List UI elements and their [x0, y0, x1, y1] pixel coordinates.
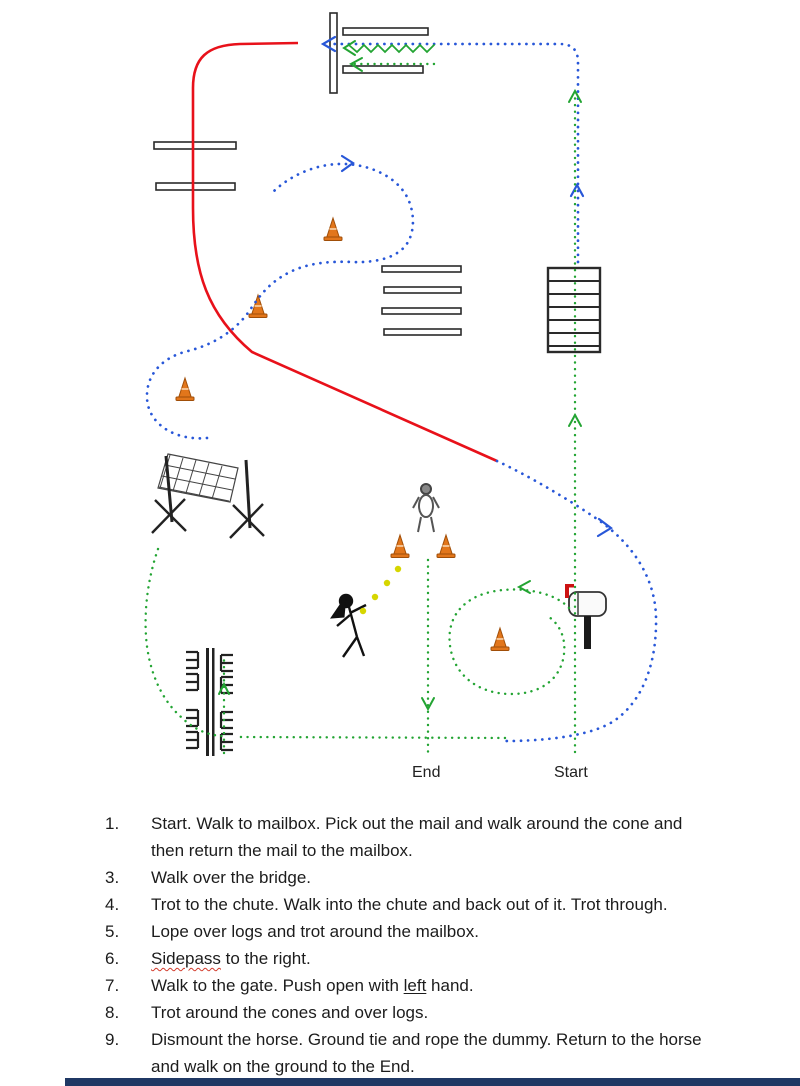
walk-arrows [218, 40, 582, 712]
instruction-segment: Dismount the horse. Ground tie and rope … [151, 1030, 702, 1049]
trot-bottom-curve [495, 459, 658, 743]
instruction-segment: left [403, 976, 427, 995]
trot-serpentine-line [145, 162, 415, 440]
instruction-segment: Trot around the cones and over logs. [151, 1003, 429, 1022]
instruction-text: Trot around the cones and over logs. [151, 999, 745, 1026]
instruction-number: 7. [105, 976, 120, 995]
trot-top-line [326, 42, 580, 264]
gate-hinges-right [219, 653, 233, 752]
horse-icon [412, 483, 440, 533]
walk-chute-zigzag [349, 43, 435, 54]
course-diagram: End Start [144, 12, 658, 781]
instruction-item: 1. Start. Walk to mailbox. Pick out the m… [105, 810, 745, 864]
instruction-item: 5. Lope over logs and trot around the mai… [105, 918, 745, 945]
arrow-up-icon [218, 681, 230, 695]
dummy-icon [330, 593, 367, 658]
instruction-item: 6. Sidepass to the right. [105, 945, 745, 972]
mailbox-post [584, 616, 591, 649]
instruction-text: Trot to the chute. Walk into the chute a… [151, 891, 745, 918]
instruction-segment: to the right. [220, 949, 311, 968]
arrow-left-icon [320, 35, 337, 53]
instruction-text: Walk to the gate. Push open with left ha… [151, 972, 745, 999]
cone-obstacle [390, 533, 410, 558]
instruction-number: 6. [105, 949, 120, 968]
instruction-segment: hand. [426, 976, 474, 995]
instruction-text: Dismount the horse. Ground tie and rope … [151, 1026, 745, 1080]
walk-bottom-line [236, 735, 507, 740]
instruction-segment: Trot to the chute. Walk into the chute a… [151, 895, 668, 914]
instruction-item: 4. Trot to the chute. Walk into the chute… [105, 891, 745, 918]
instruction-number: 3. [105, 868, 120, 887]
instruction-segment: Sidepass [151, 949, 221, 968]
lope-logs-obstacle [381, 265, 462, 336]
arrow-down-right-icon [596, 517, 613, 538]
mailbox-icon [565, 584, 607, 649]
instruction-number: 9. [105, 1030, 120, 1049]
arrow-up-icon [568, 88, 582, 103]
trot-path-blue [145, 35, 658, 743]
instruction-number: 8. [105, 1003, 120, 1022]
instructions-list: 1. Start. Walk to mailbox. Pick out the m… [0, 792, 800, 1080]
instruction-segment: Walk over the bridge. [151, 868, 311, 887]
instruction-text: Sidepass to the right. [151, 945, 745, 972]
footer-bar [65, 1078, 800, 1086]
instruction-item: 8. Trot around the cones and over logs. [105, 999, 745, 1026]
arrow-up-icon [569, 182, 585, 198]
arrow-down-icon [421, 697, 435, 712]
double-poles-obstacle [153, 141, 237, 191]
trot-arrows [320, 35, 613, 538]
instruction-item: 7. Walk to the gate. Push open with left … [105, 972, 745, 999]
end-label: End [412, 764, 440, 781]
instruction-segment: Lope over logs and trot around the mailb… [151, 922, 479, 941]
instruction-segment: and walk on the ground to the End. [151, 1057, 415, 1076]
cone-obstacle [436, 533, 456, 558]
instruction-text: Lope over logs and trot around the mailb… [151, 918, 745, 945]
instruction-text: Walk over the bridge. [151, 864, 745, 891]
instruction-number: 4. [105, 895, 120, 914]
course-diagram-svg: End Start [144, 12, 658, 781]
cone-obstacle [175, 376, 195, 401]
arrow-up-icon [568, 412, 582, 427]
arrow-left-icon [516, 580, 531, 594]
net-jump-obstacle [151, 453, 265, 539]
instruction-number: 5. [105, 922, 120, 941]
walk-path-green [144, 40, 582, 759]
lope-path-red [191, 41, 498, 463]
instruction-segment: then return the mail to the mailbox. [151, 841, 413, 860]
gate-hinges-left [186, 650, 200, 750]
arrow-right-icon [340, 154, 355, 173]
obstacles-group [153, 12, 602, 354]
chute-obstacle [329, 12, 429, 94]
instruction-number: 1. [105, 814, 120, 833]
cone-obstacle [490, 626, 510, 651]
arrow-left-icon [349, 57, 363, 72]
mailbox-flag [565, 584, 569, 598]
walk-left-curve [144, 547, 224, 738]
instruction-item: 9. Dismount the horse. Ground tie and rop… [105, 1026, 745, 1080]
rope-dots [359, 565, 402, 615]
lope-path-line [191, 41, 498, 463]
instruction-text: Start. Walk to mailbox. Pick out the mai… [151, 810, 745, 864]
instruction-segment: Start. Walk to mailbox. Pick out the mai… [151, 814, 683, 833]
cones-group [175, 216, 510, 651]
instruction-segment: Walk to the gate. Push open with [151, 976, 404, 995]
arrow-left-icon [342, 40, 356, 56]
net-post-legs [151, 498, 265, 539]
walk-mailbox-loop [448, 588, 571, 696]
cone-obstacle [248, 293, 268, 318]
cone-obstacle [323, 216, 343, 241]
instruction-item: 3. Walk over the bridge. [105, 864, 745, 891]
start-label: Start [554, 764, 588, 781]
gate-obstacle [186, 648, 233, 756]
